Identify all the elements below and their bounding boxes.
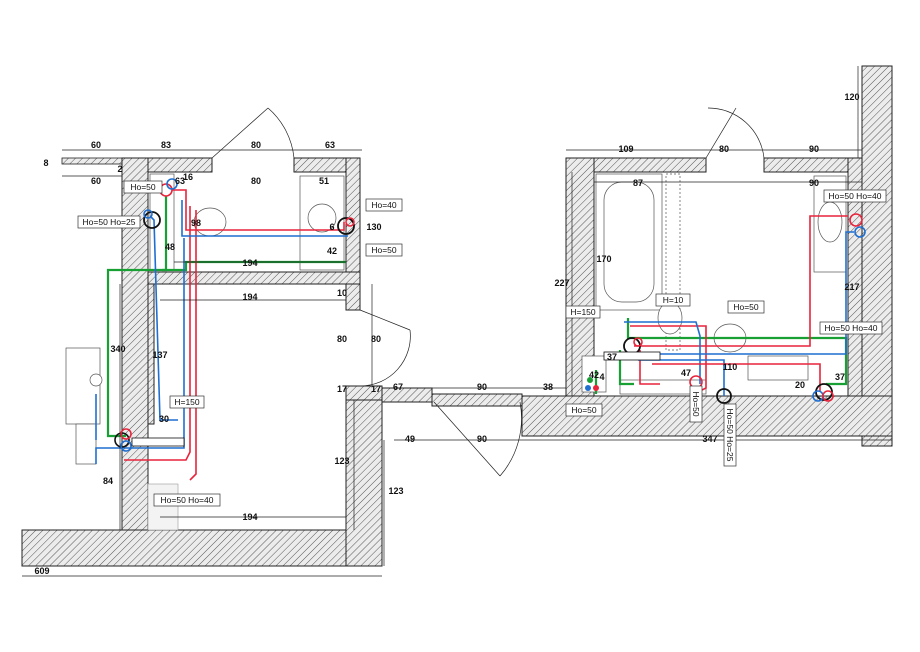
dim-label: 6 — [329, 222, 334, 232]
height-tag: Hо=50 Hо=40 — [819, 321, 883, 335]
dim-label: 170 — [596, 254, 611, 264]
dim-label: 42 — [327, 246, 337, 256]
dim-label: 90 — [477, 382, 487, 392]
dim-label: 137 — [152, 350, 167, 360]
svg-text:H=10: H=10 — [663, 295, 684, 305]
height-tag: Hо=50 — [123, 180, 163, 194]
dim-label: 109 — [618, 144, 633, 154]
dim-label: 609 — [34, 566, 49, 576]
height-tag: H=150 — [169, 395, 205, 409]
dim-label: 87 — [633, 178, 643, 188]
height-tag: Hо=40 — [365, 198, 403, 212]
dim-label: 10 — [337, 288, 347, 298]
dim-label: 51 — [319, 176, 329, 186]
dim-label: 38 — [543, 382, 553, 392]
dim-label: 84 — [103, 476, 113, 486]
dim-label: 80 — [371, 334, 381, 344]
dim-label: 42 — [589, 370, 599, 380]
svg-text:Hо=50 Hо=25: Hо=50 Hо=25 — [83, 217, 136, 227]
dim-label: 120 — [844, 92, 859, 102]
height-tag: Hо=50 Hо=25 — [77, 215, 141, 229]
dim-label: 60 — [91, 176, 101, 186]
dim-label: 347 — [702, 434, 717, 444]
dim-label: 90 — [809, 144, 819, 154]
height-tag: H=150 — [565, 305, 601, 319]
dim-label: 98 — [191, 218, 201, 228]
height-tag: H=10 — [655, 293, 691, 307]
dim-label: 194 — [242, 512, 257, 522]
dim-label: 49 — [405, 434, 415, 444]
svg-text:Hо=50: Hо=50 — [371, 245, 397, 255]
svg-text:Hо=50: Hо=50 — [691, 391, 701, 417]
height-tag: Hо=50 — [727, 300, 765, 314]
svg-text:Hо=50: Hо=50 — [130, 182, 156, 192]
svg-text:Hо=50 Hо=40: Hо=50 Hо=40 — [825, 323, 878, 333]
dim-label: 80 — [719, 144, 729, 154]
dim-label: 17 — [371, 384, 381, 394]
dim-label: 80 — [251, 140, 261, 150]
svg-text:H=150: H=150 — [570, 307, 596, 317]
height-tag: Hо=50 — [565, 403, 603, 417]
svg-text:Hо=50 Hо=25: Hо=50 Hо=25 — [725, 409, 735, 462]
height-tag: Hо=50 Hо=40 — [153, 493, 221, 507]
dim-label: 8 — [43, 158, 48, 168]
left-unit-walls — [21, 157, 433, 567]
dim-label: 60 — [91, 140, 101, 150]
dim-label: 37 — [835, 372, 845, 382]
dim-label: 37 — [607, 352, 617, 362]
svg-text:Hо=50 Hо=40: Hо=50 Hо=40 — [829, 191, 882, 201]
dim-label: 2 — [117, 164, 122, 174]
right-pipes — [585, 213, 866, 404]
dim-label: 90 — [477, 434, 487, 444]
dim-label: 63 — [325, 140, 335, 150]
dim-label: 80 — [337, 334, 347, 344]
dim-label: 30 — [159, 414, 169, 424]
dim-label: 227 — [554, 278, 569, 288]
dim-label: 123 — [388, 486, 403, 496]
dim-label: 63 — [175, 176, 185, 186]
dim-label: 217 — [844, 282, 859, 292]
height-tag: Hо=50 Hо=40 — [823, 189, 887, 203]
left-fixtures — [65, 173, 345, 465]
dim-label: 16 — [183, 172, 193, 182]
height-tag: Hо=50 Hо=25 — [723, 403, 737, 467]
dim-label: 194 — [242, 258, 257, 268]
height-tags: Hо=50 Hо=50 Hо=25 Hо=40 Hо=50 H=150 Hо=5… — [77, 180, 887, 507]
svg-text:Hо=50 Hо=40: Hо=50 Hо=40 — [161, 495, 214, 505]
svg-text:Hо=50: Hо=50 — [571, 405, 597, 415]
dimension-labels: 60 83 80 63 8 60 2 80 51 16 63 98 48 130… — [34, 92, 859, 576]
dim-label: 194 — [242, 292, 257, 302]
height-tag: Hо=50 — [689, 385, 703, 423]
dim-label: 130 — [366, 222, 381, 232]
dim-label: 4 — [599, 372, 604, 382]
svg-text:Hо=50: Hо=50 — [733, 302, 759, 312]
dim-label: 80 — [251, 176, 261, 186]
dim-label: 47 — [681, 368, 691, 378]
dim-label: 67 — [393, 382, 403, 392]
dim-label: 110 — [723, 362, 738, 372]
dimension-lines — [22, 66, 892, 577]
svg-text:H=150: H=150 — [174, 397, 200, 407]
svg-text:Hо=40: Hо=40 — [371, 200, 397, 210]
dim-label: 340 — [110, 344, 125, 354]
dim-label: 17 — [337, 384, 347, 394]
dim-label: 90 — [809, 178, 819, 188]
dim-label: 123 — [334, 456, 349, 466]
dim-label: 48 — [165, 242, 175, 252]
right-fixtures — [581, 173, 847, 395]
dim-label: 20 — [795, 380, 805, 390]
height-tag: Hо=50 — [365, 243, 403, 257]
dim-label: 83 — [161, 140, 171, 150]
